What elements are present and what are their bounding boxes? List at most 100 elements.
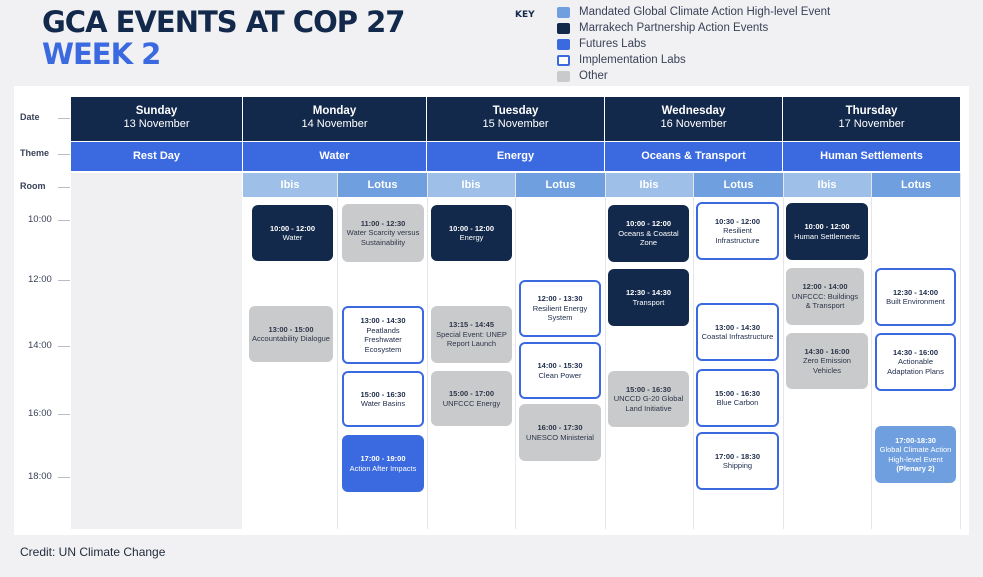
event-card-action-after-impacts[interactable]: 17:00 - 19:00 Action After Impacts <box>342 435 424 492</box>
event-card-adaptation-plans[interactable]: 14:30 - 16:00 Actionable Adaptation Plan… <box>875 333 956 391</box>
divider <box>427 173 428 529</box>
row-label-room: Room <box>20 181 46 191</box>
event-name: Global Climate Action High-level Event <box>879 445 952 464</box>
day-header-thursday: Thursday 17 November <box>783 97 960 141</box>
event-name: UNFCCC: Buildings & Transport <box>791 291 859 311</box>
event-card-peatlands[interactable]: 13:00 - 14:30 Peatlands Freshwater Ecosy… <box>342 306 424 364</box>
event-time: 10:00 - 12:00 <box>625 219 672 229</box>
event-card-transport[interactable]: 12:30 - 14:30 Transport <box>608 269 689 326</box>
divider <box>58 346 70 347</box>
day-name: Sunday <box>135 105 178 117</box>
futures-swatch-icon <box>557 38 570 50</box>
time-label: 18:00 <box>28 471 52 482</box>
event-card-water[interactable]: 10:00 - 12:00 Water <box>252 205 333 261</box>
room-ibis-thursday: Ibis <box>783 173 871 197</box>
event-time: 16:00 - 17:30 <box>537 423 583 432</box>
event-card-resilient-infrastructure[interactable]: 10:30 - 12:00 Resilient Infrastructure <box>696 202 779 260</box>
event-card-high-level-event[interactable]: 17:00-18:30 Global Climate Action High-l… <box>875 426 956 483</box>
event-time: 14:30 - 16:00 <box>804 346 850 356</box>
event-name: Zero Emission Vehicles <box>803 356 851 375</box>
divider <box>960 173 961 529</box>
event-name: Transport <box>632 297 665 307</box>
event-name: Clean Power <box>538 370 582 380</box>
event-card-blue-carbon[interactable]: 15:00 - 16:30 Blue Carbon <box>696 369 779 427</box>
event-name: Built Environment <box>886 297 945 306</box>
theme-wednesday: Oceans & Transport <box>605 142 783 171</box>
event-name: Resilient Energy System <box>532 303 588 323</box>
event-card-water-scarcity[interactable]: 11:00 - 12:30 Water Scarcity versus Sust… <box>342 204 424 262</box>
event-card-human-settlements[interactable]: 10:00 - 12:00 Human Settlements <box>786 203 868 260</box>
event-time: 15:00 - 16:30 <box>714 388 761 398</box>
room-lotus-wednesday: Lotus <box>694 173 783 197</box>
divider <box>783 173 784 529</box>
day-date: 17 November <box>838 118 905 130</box>
event-time: 12:00 - 13:30 <box>537 294 583 304</box>
day-name: Tuesday <box>492 105 539 117</box>
event-card-coastal-infrastructure[interactable]: 13:00 - 14:30 Coastal Infrastructure <box>696 303 779 361</box>
event-name: UNESCO Ministerial <box>526 432 594 442</box>
theme-monday: Water <box>243 142 427 171</box>
event-card-zero-emission[interactable]: 14:30 - 16:00 Zero Emission Vehicles <box>786 333 868 389</box>
event-card-accountability[interactable]: 13:00 - 15:00 Accountability Dialogue <box>249 306 333 362</box>
row-label-theme: Theme <box>20 148 50 158</box>
event-card-unfccc-buildings[interactable]: 12:00 - 14:00 UNFCCC: Buildings & Transp… <box>786 268 864 325</box>
key-item-other: Other <box>557 69 608 83</box>
time-label: 10:00 <box>28 214 52 225</box>
key-item-label: Implementation Labs <box>579 54 686 66</box>
key-item-label: Mandated Global Climate Action High-leve… <box>579 6 831 18</box>
event-card-shipping[interactable]: 17:00 - 18:30 Shipping <box>696 432 779 490</box>
event-time: 14:00 - 15:30 <box>537 361 583 370</box>
room-ibis-monday: Ibis <box>243 173 337 197</box>
event-card-built-environment[interactable]: 12:30 - 14:00 Built Environment <box>875 268 956 326</box>
event-time: 17:00-18:30 <box>895 435 936 445</box>
event-card-unfccc-energy[interactable]: 15:00 - 17:00 UNFCCC Energy <box>431 371 512 426</box>
event-time: 12:30 - 14:30 <box>625 288 672 297</box>
day-header-wednesday: Wednesday 16 November <box>605 97 783 141</box>
event-time: 13:00 - 14:30 <box>360 316 406 325</box>
day-header-sunday: Sunday 13 November <box>71 97 243 141</box>
day-name: Wednesday <box>661 105 726 117</box>
key-item-futures: Futures Labs <box>557 37 646 51</box>
other-swatch-icon <box>557 70 570 82</box>
marrakech-swatch-icon <box>557 22 570 34</box>
event-card-energy[interactable]: 10:00 - 12:00 Energy <box>431 205 512 261</box>
event-time: 12:30 - 14:00 <box>892 287 939 297</box>
rest-day-column <box>71 173 242 529</box>
event-name: Blue Carbon <box>716 398 759 407</box>
day-name: Monday <box>312 105 357 117</box>
day-date: 14 November <box>301 118 368 130</box>
event-card-unesco-ministerial[interactable]: 16:00 - 17:30 UNESCO Ministerial <box>519 404 601 461</box>
event-card-water-basins[interactable]: 15:00 - 16:30 Water Basins <box>342 371 424 427</box>
day-header-tuesday: Tuesday 15 November <box>427 97 605 141</box>
event-card-resilient-energy[interactable]: 12:00 - 13:30 Resilient Energy System <box>519 280 601 337</box>
key-label: KEY <box>515 10 535 20</box>
divider <box>58 118 70 119</box>
time-label: 12:00 <box>28 274 52 285</box>
event-time: 14:30 - 16:00 <box>892 347 939 357</box>
key-item-implementation: Implementation Labs <box>557 53 686 67</box>
event-card-oceans[interactable]: 10:00 - 12:00 Oceans & Coastal Zone <box>608 205 689 262</box>
event-name: Accountability Dialogue <box>252 334 330 343</box>
event-card-unccd-g20[interactable]: 15:00 - 16:30 UNCCD G-20 Global Land Ini… <box>608 371 689 427</box>
room-lotus-tuesday: Lotus <box>516 173 605 197</box>
event-time: 13:15 - 14:45 <box>448 320 495 330</box>
page-subtitle: WEEK 2 <box>42 37 161 71</box>
day-header-monday: Monday 14 November <box>243 97 427 141</box>
theme-tuesday: Energy <box>427 142 605 171</box>
event-card-unep-report[interactable]: 13:15 - 14:45 Special Event: UNEP Report… <box>431 306 512 363</box>
divider <box>58 220 70 221</box>
key-item-label: Futures Labs <box>579 38 647 50</box>
event-time: 10:30 - 12:00 <box>714 216 761 226</box>
divider <box>693 173 694 529</box>
event-name: Resilient Infrastructure <box>715 226 760 245</box>
key-item-high-level: Mandated Global Climate Action High-leve… <box>557 5 830 19</box>
event-name: Water <box>282 233 303 242</box>
event-card-clean-power[interactable]: 14:00 - 15:30 Clean Power <box>519 342 601 399</box>
event-time: 10:00 - 12:00 <box>269 223 316 233</box>
divider <box>605 173 606 529</box>
event-time: 13:00 - 15:00 <box>268 324 314 334</box>
divider <box>58 154 70 155</box>
event-name: Shipping <box>722 461 753 470</box>
key-item-marrakech: Marrakech Partnership Action Events <box>557 21 768 35</box>
day-date: 15 November <box>482 118 549 130</box>
